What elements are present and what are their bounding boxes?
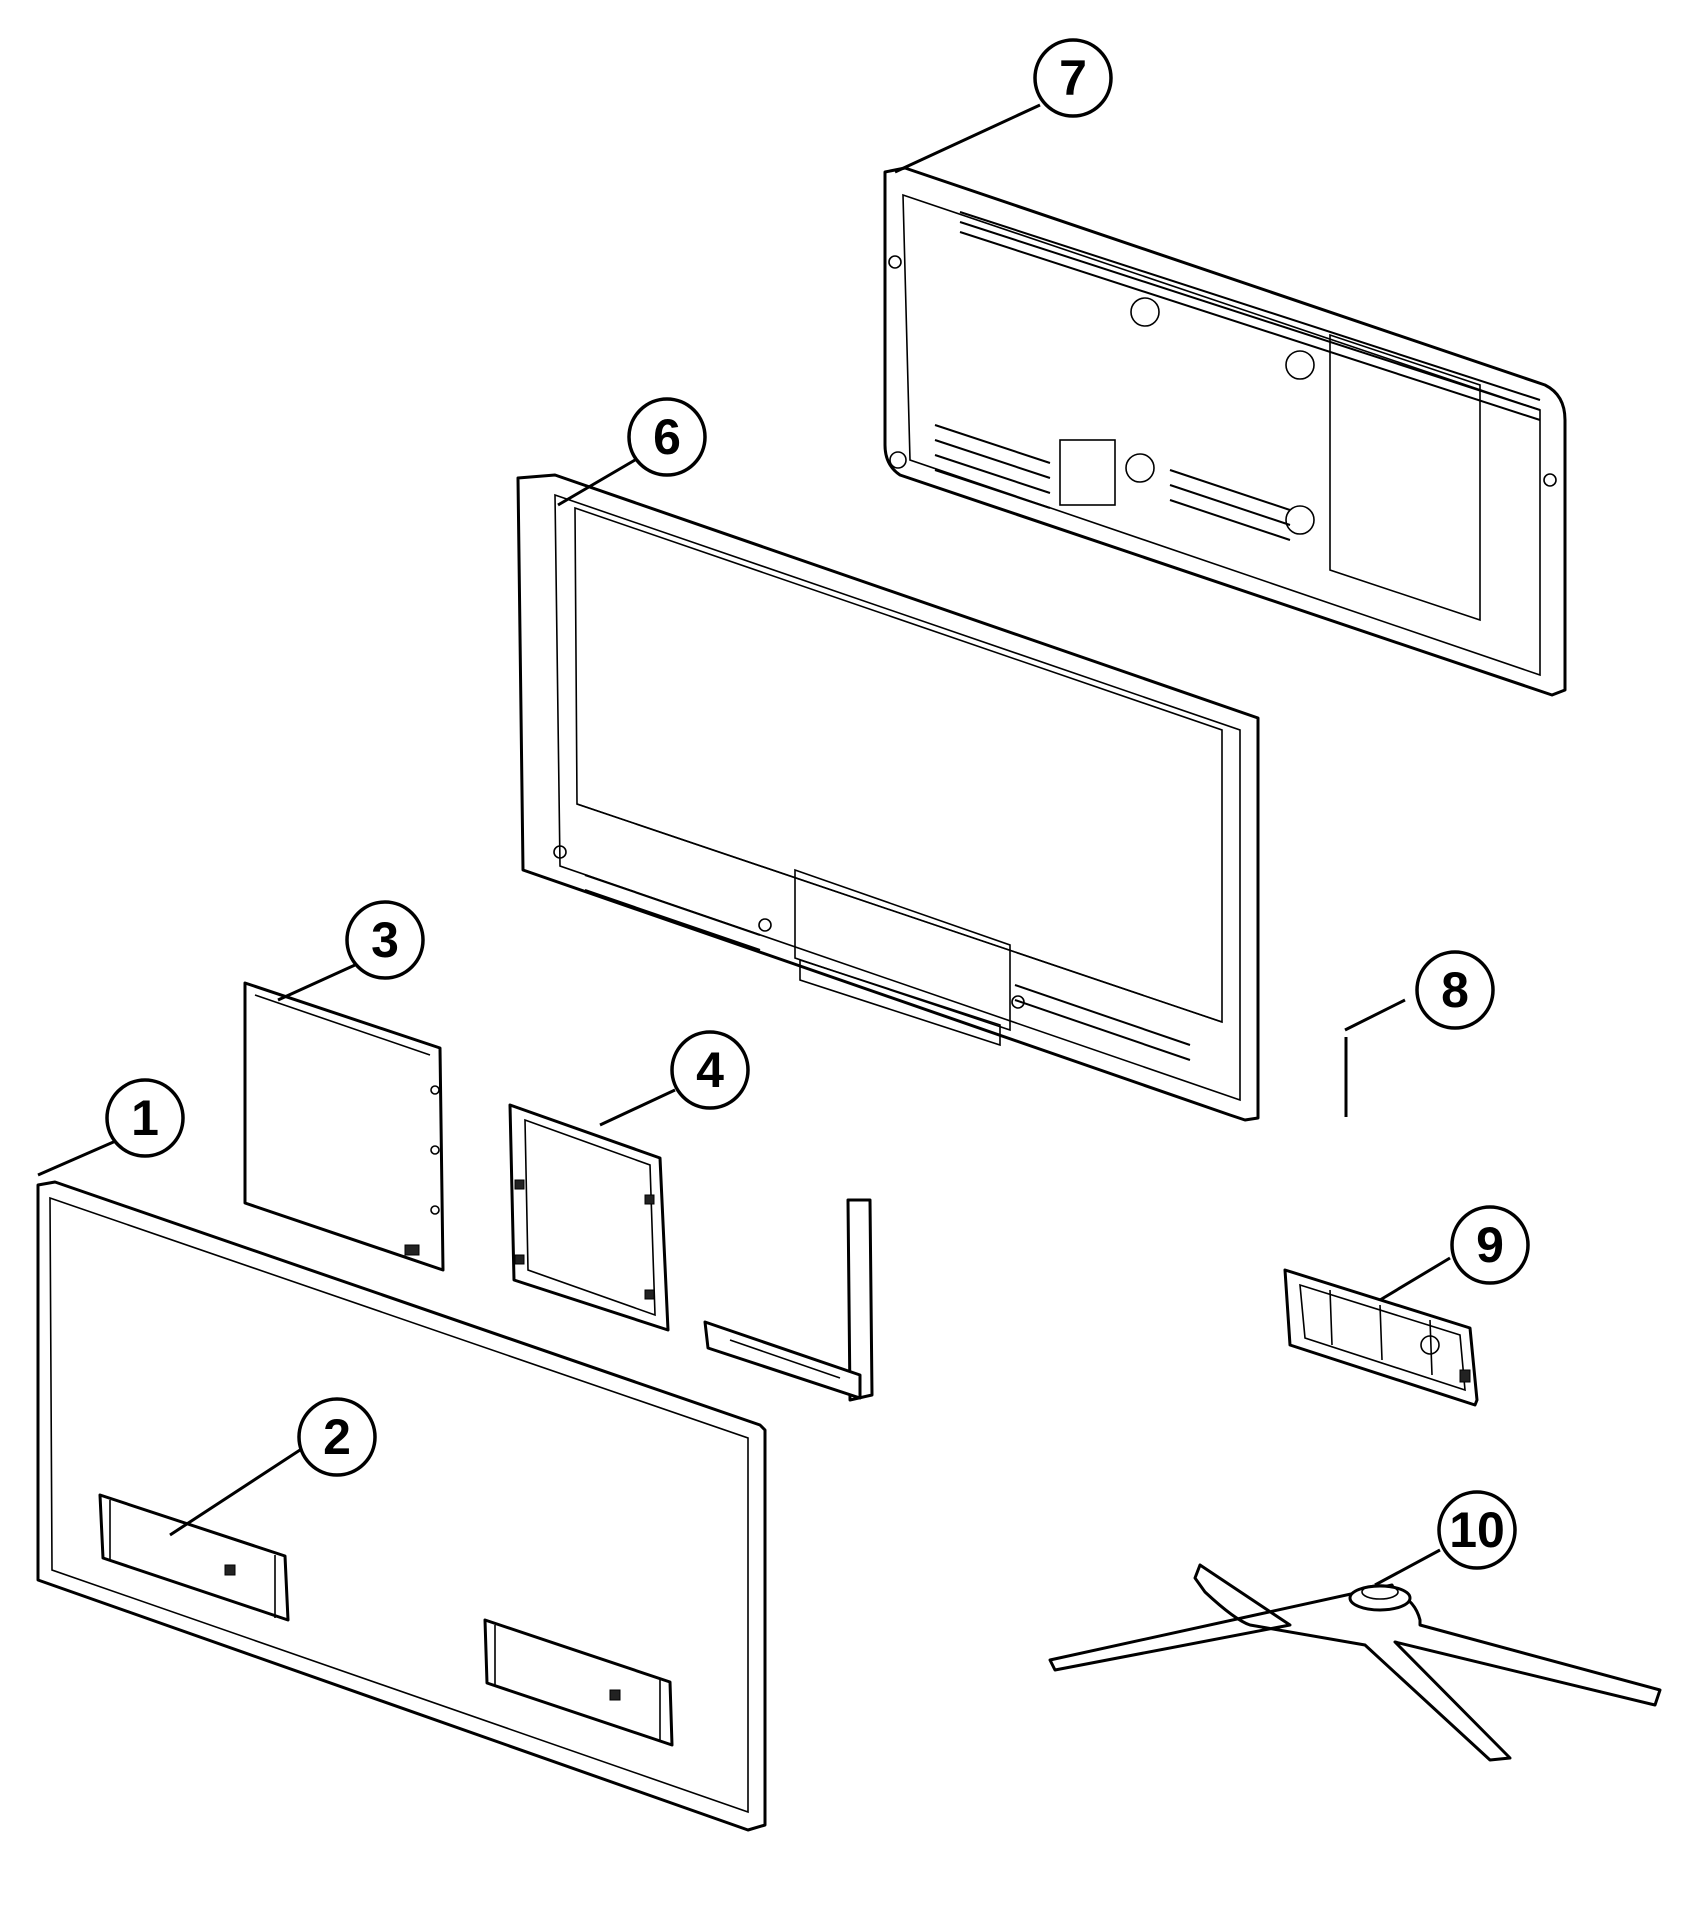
callout-8-label: 8 [1441, 962, 1469, 1018]
callout-1: 1 [105, 1078, 185, 1158]
callout-9: 9 [1450, 1205, 1530, 1285]
part-7-rear-cover [883, 166, 1567, 697]
callout-6-label: 6 [653, 409, 681, 465]
part-4-power-board [508, 1103, 670, 1332]
part-10-stand-base [1048, 1563, 1662, 1762]
part-2-mount-brackets [98, 1493, 674, 1747]
callout-3-label: 3 [371, 912, 399, 968]
leader-line-3 [277, 963, 356, 1002]
leader-line-6 [557, 458, 636, 507]
leader-line-4 [599, 1088, 676, 1127]
leader-line-2 [169, 1448, 301, 1537]
callout-1-label: 1 [131, 1090, 159, 1146]
leader-line-7 [894, 103, 1041, 174]
callout-10-label: 10 [1449, 1502, 1505, 1558]
leader-line-8 [1344, 998, 1406, 1032]
callout-4: 4 [670, 1030, 750, 1110]
callout-2: 2 [297, 1397, 377, 1477]
callout-7-label: 7 [1059, 50, 1087, 106]
callout-2-label: 2 [323, 1409, 351, 1465]
part-9-stand-bracket [1283, 1268, 1479, 1407]
callout-8: 8 [1415, 950, 1495, 1030]
part-6-middle-frame [516, 473, 1260, 1122]
callout-6: 6 [627, 397, 707, 477]
callout-4-label: 4 [696, 1042, 724, 1098]
callout-7: 7 [1033, 38, 1113, 118]
leader-line-10 [1374, 1548, 1441, 1587]
leader-line-9 [1379, 1256, 1451, 1302]
callout-10: 10 [1437, 1490, 1517, 1570]
callout-3: 3 [345, 900, 425, 980]
l-bracket-part [703, 1198, 874, 1402]
part-3-main-board [243, 981, 445, 1272]
leader-line-1 [37, 1138, 119, 1177]
callout-9-label: 9 [1476, 1217, 1504, 1273]
